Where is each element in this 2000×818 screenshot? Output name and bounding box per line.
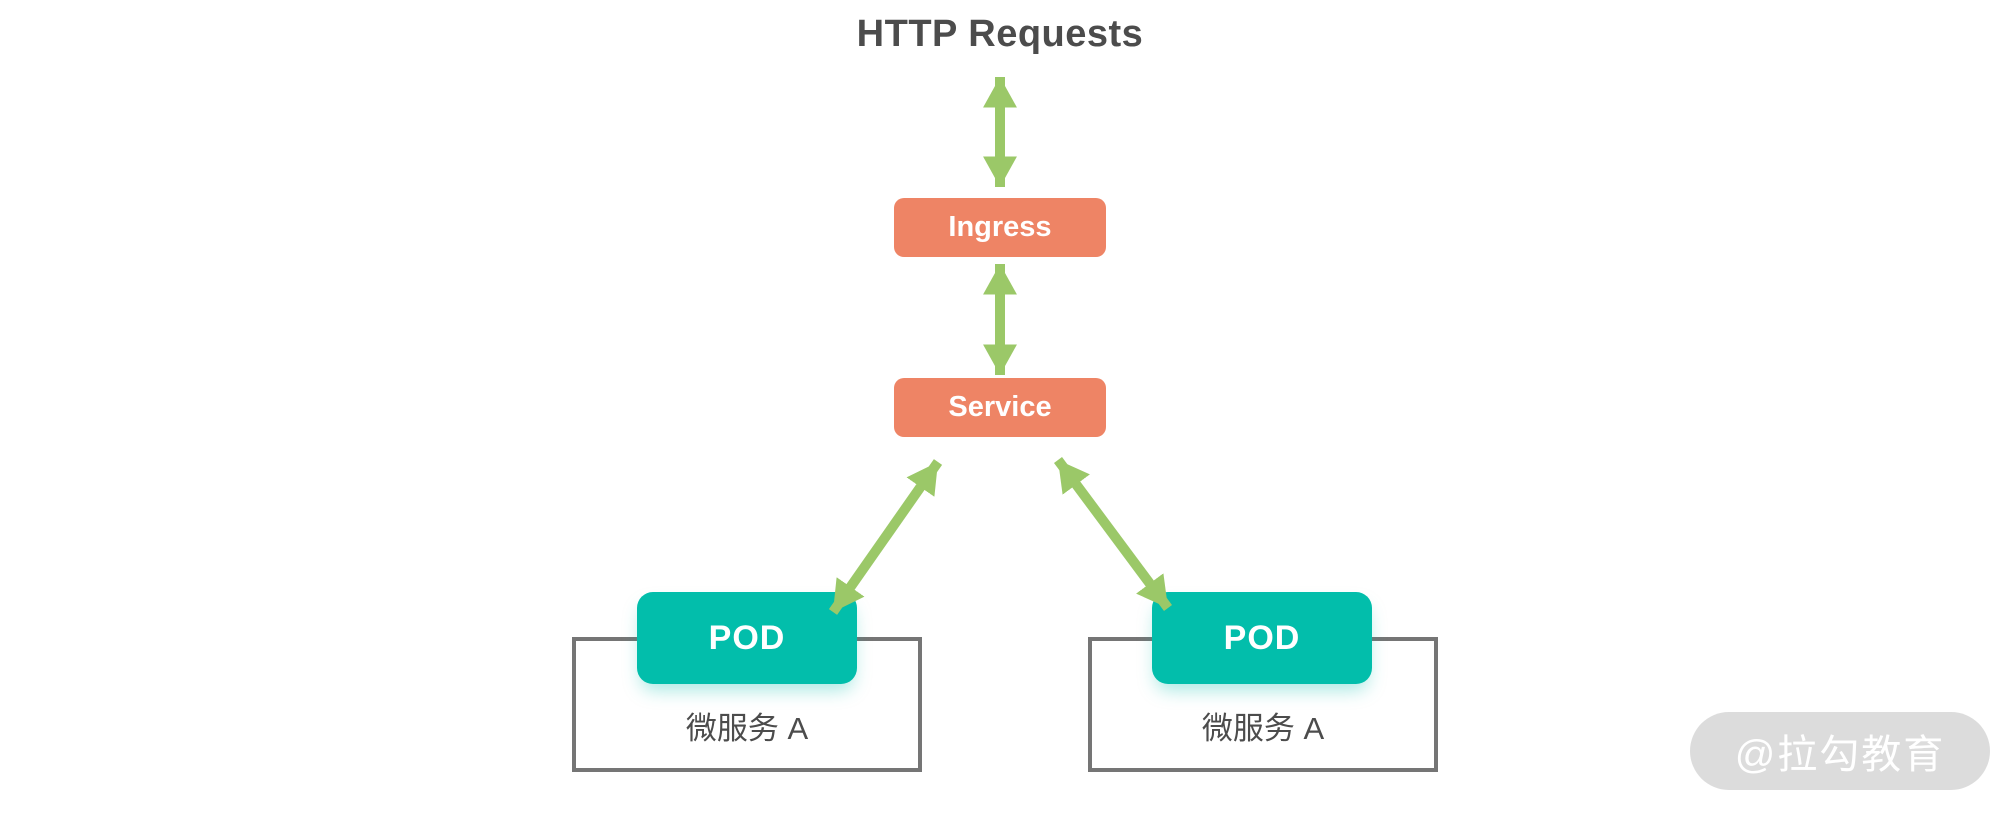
arrow-service-to-pod-left xyxy=(828,459,943,615)
microservice-left-label: 微服务 A xyxy=(685,711,809,746)
watermark-badge: @拉勾教育 xyxy=(1690,712,1990,790)
arrow-service-to-pod-right xyxy=(1053,457,1173,611)
node-ingress: Ingress xyxy=(894,198,1106,257)
node-pod-left: POD xyxy=(637,592,857,684)
node-pod-right: POD xyxy=(1152,592,1372,684)
diagram-title: HTTP Requests xyxy=(856,13,1144,55)
node-service: Service xyxy=(894,378,1106,437)
microservice-right-label: 微服务 A xyxy=(1201,711,1325,746)
